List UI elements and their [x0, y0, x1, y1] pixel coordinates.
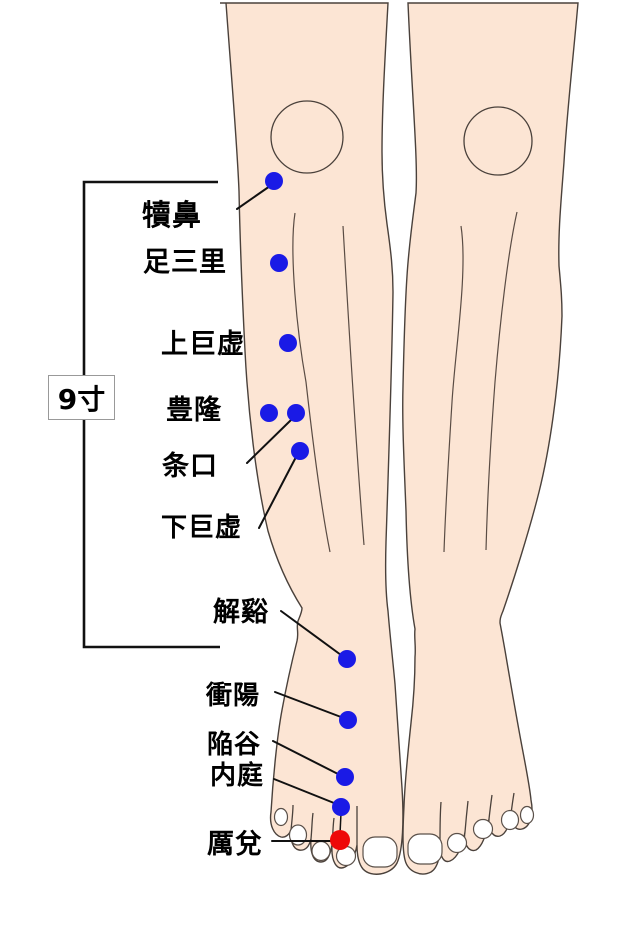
label-xiajuxu: 下巨虚 [161, 513, 243, 543]
label-chongyang: 衝陽 [206, 681, 261, 711]
label-shangjuxu: 上巨虚 [161, 329, 245, 360]
leader-line-dubi [236, 185, 271, 210]
leader-line-xiangu [272, 740, 339, 775]
toenail [446, 832, 468, 854]
toenail-big-left [362, 836, 398, 868]
acupoint-marker-tiaokou [287, 404, 305, 422]
right-shin-contour-2 [485, 211, 518, 551]
acupoint-marker-jiexi [338, 650, 356, 668]
label-xiangu: 陥谷 [207, 730, 262, 760]
left-shin-contour-2 [342, 225, 365, 546]
label-zusanli: 足三里 [143, 247, 227, 278]
acupoint-marker-shangjuxu [279, 334, 297, 352]
acupoint-markers-group [260, 172, 357, 850]
label-lidui: 厲兌 [207, 829, 263, 860]
right-foot-toe-gaps [439, 792, 515, 842]
acupoint-marker-fenglong [260, 404, 278, 422]
leader-line-xiajuxu [258, 456, 297, 529]
toenail [311, 840, 331, 862]
leader-line-neiting [273, 778, 335, 804]
label-fenglong: 豊隆 [166, 395, 222, 426]
left-kneecap-circle [270, 100, 344, 174]
leader-line-tiaokou [246, 419, 292, 464]
label-neiting: 内庭 [210, 761, 265, 791]
acupoint-marker-xiajuxu [291, 442, 309, 460]
toenail [273, 807, 289, 827]
acupoint-marker-zusanli [270, 254, 288, 272]
left-leg [220, 2, 404, 875]
acupoint-marker-dubi [265, 172, 283, 190]
right-kneecap-circle [463, 106, 533, 176]
toenail [472, 818, 494, 840]
left-shin-contour-1 [292, 212, 331, 553]
label-tiaokou: 条口 [162, 451, 218, 482]
acupoint-marker-xiangu [336, 768, 354, 786]
acupoint-marker-lidui [330, 830, 350, 850]
leader-line-chongyang [274, 691, 342, 718]
leader-lines-group [236, 185, 342, 842]
acupoint-marker-chongyang [339, 711, 357, 729]
left-foot-toe-gaps [290, 804, 358, 846]
right-leg [402, 2, 579, 875]
measurement-label-box: 9寸 [48, 375, 115, 420]
measurement-label: 9寸 [57, 382, 106, 416]
toenail [519, 805, 535, 825]
legs-group [220, 2, 579, 875]
right-shin-contour-1 [443, 225, 464, 553]
toenails-group [273, 805, 535, 868]
label-dubi: 犢鼻 [142, 198, 203, 232]
toenail [500, 809, 520, 831]
toenail-big-right [407, 833, 443, 865]
label-jiexi: 解谿 [213, 597, 269, 628]
acupoint-marker-neiting [332, 798, 350, 816]
leader-line-jiexi [280, 610, 342, 656]
